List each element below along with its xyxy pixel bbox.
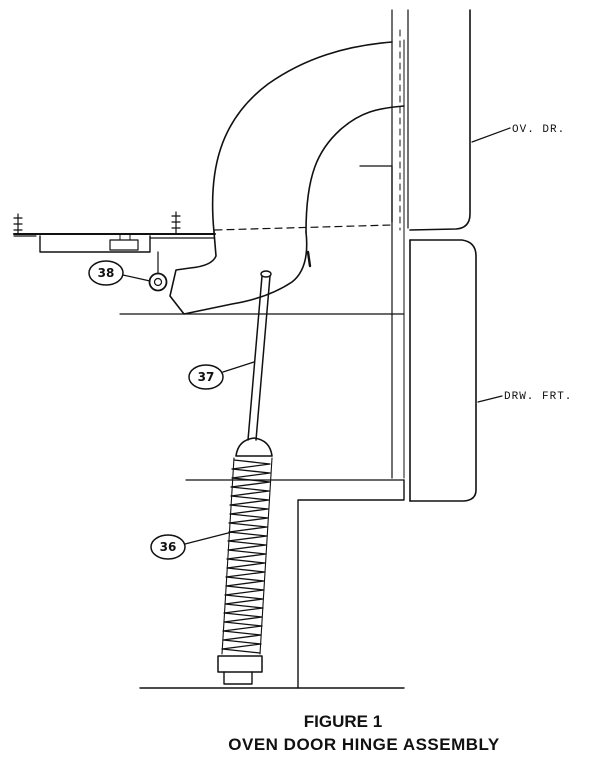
hinge-body-accent [306, 250, 312, 268]
spring-coil [221, 459, 271, 654]
callout-bubble-37 [188, 364, 224, 390]
label-drawer-front: DRW. FRT. [504, 391, 572, 403]
leader-drawer-front [477, 395, 503, 403]
label-oven-door: OV. DR. [512, 124, 565, 136]
callout-leader-37 [222, 361, 255, 373]
callout-leader-38 [122, 274, 151, 282]
spring-rod-left [247, 275, 263, 441]
pivot-bolt-outer [148, 272, 168, 292]
figure-subtitle: OVEN DOOR HINGE ASSEMBLY [228, 735, 500, 754]
door-bracket [359, 165, 393, 223]
spring-coil-left-edge [221, 457, 235, 655]
hinge-arm-inner [305, 105, 405, 233]
spring-top-cap [235, 437, 273, 457]
screw-left [13, 213, 23, 235]
leader-oven-door [471, 127, 511, 143]
callout-bubble-36 [150, 534, 186, 560]
pivot-bolt-inner [153, 277, 163, 287]
hinge-arm-outer [211, 41, 393, 233]
spring-rod-right [255, 275, 271, 441]
spring-rod-top [260, 270, 272, 278]
screw-middle [171, 211, 181, 235]
drawer-front-panel [409, 239, 477, 502]
callout-leader-36 [184, 531, 233, 545]
callout-number-37: 37 [198, 370, 215, 384]
mounting-plate-lip [13, 235, 215, 239]
spring-coil-right-edge [259, 457, 273, 655]
mounting-plate-dashed [214, 224, 393, 231]
callout-number-36: 36 [160, 540, 177, 554]
mounting-plate-bracket [39, 235, 151, 253]
mounting-plate-nut [119, 233, 131, 241]
figure-title: FIGURE 1 [303, 712, 383, 731]
callout-number-38: 38 [98, 266, 115, 280]
mounting-plate-block [109, 239, 139, 251]
spring-bottom-cap [217, 655, 263, 673]
callout-bubble-38 [88, 260, 124, 286]
cabinet-step [297, 479, 405, 689]
spring-anchor [223, 671, 253, 685]
hinge-body [169, 231, 308, 315]
oven-door-panel [409, 9, 471, 231]
